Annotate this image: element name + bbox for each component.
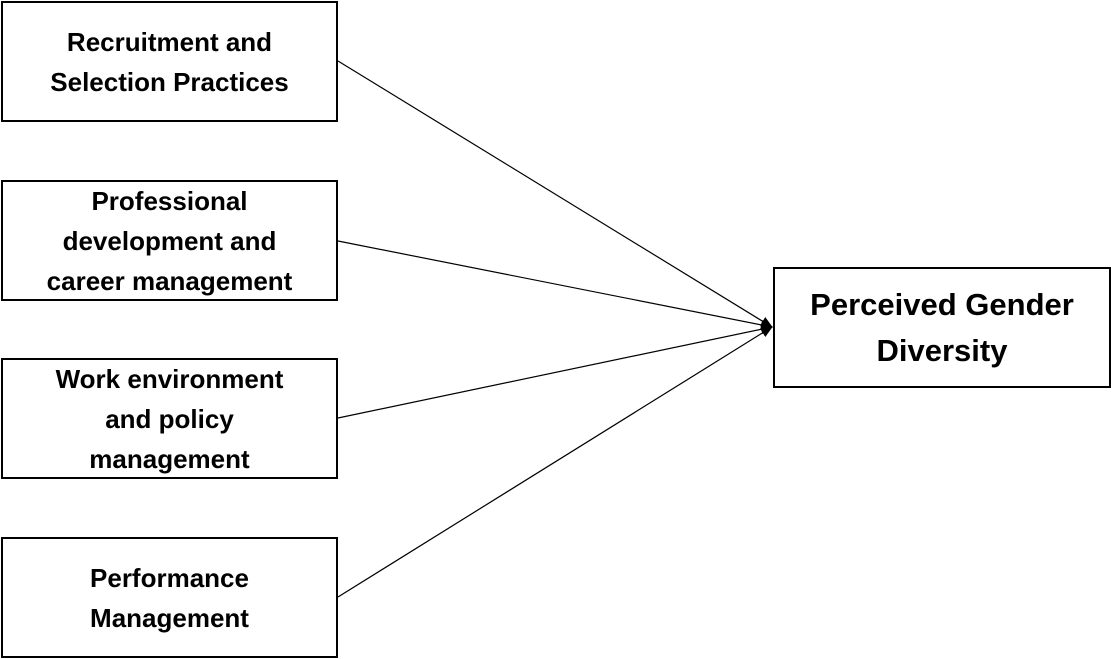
arrow-professional-to-perceived bbox=[337, 240, 773, 330]
arrow-performance-to-perceived bbox=[337, 326, 773, 598]
recruitment-selection-label: Recruitment and Selection Practices bbox=[50, 26, 289, 97]
work-environment-box: Work environment and policy management bbox=[1, 358, 338, 479]
professional-development-label: Professional development and career mana… bbox=[46, 185, 293, 296]
work-environment-label: Work environment and policy management bbox=[55, 363, 284, 474]
arrow-recruitment-to-perceived bbox=[337, 60, 773, 328]
perceived-gender-diversity-box: Perceived Gender Diversity bbox=[773, 267, 1111, 388]
perceived-gender-diversity-label: Perceived Gender Diversity bbox=[810, 286, 1074, 368]
recruitment-selection-box: Recruitment and Selection Practices bbox=[1, 1, 338, 122]
arrow-work-to-perceived bbox=[337, 324, 773, 419]
performance-management-label: Performance Management bbox=[90, 562, 249, 633]
professional-development-box: Professional development and career mana… bbox=[1, 180, 338, 301]
performance-management-box: Performance Management bbox=[1, 537, 338, 658]
